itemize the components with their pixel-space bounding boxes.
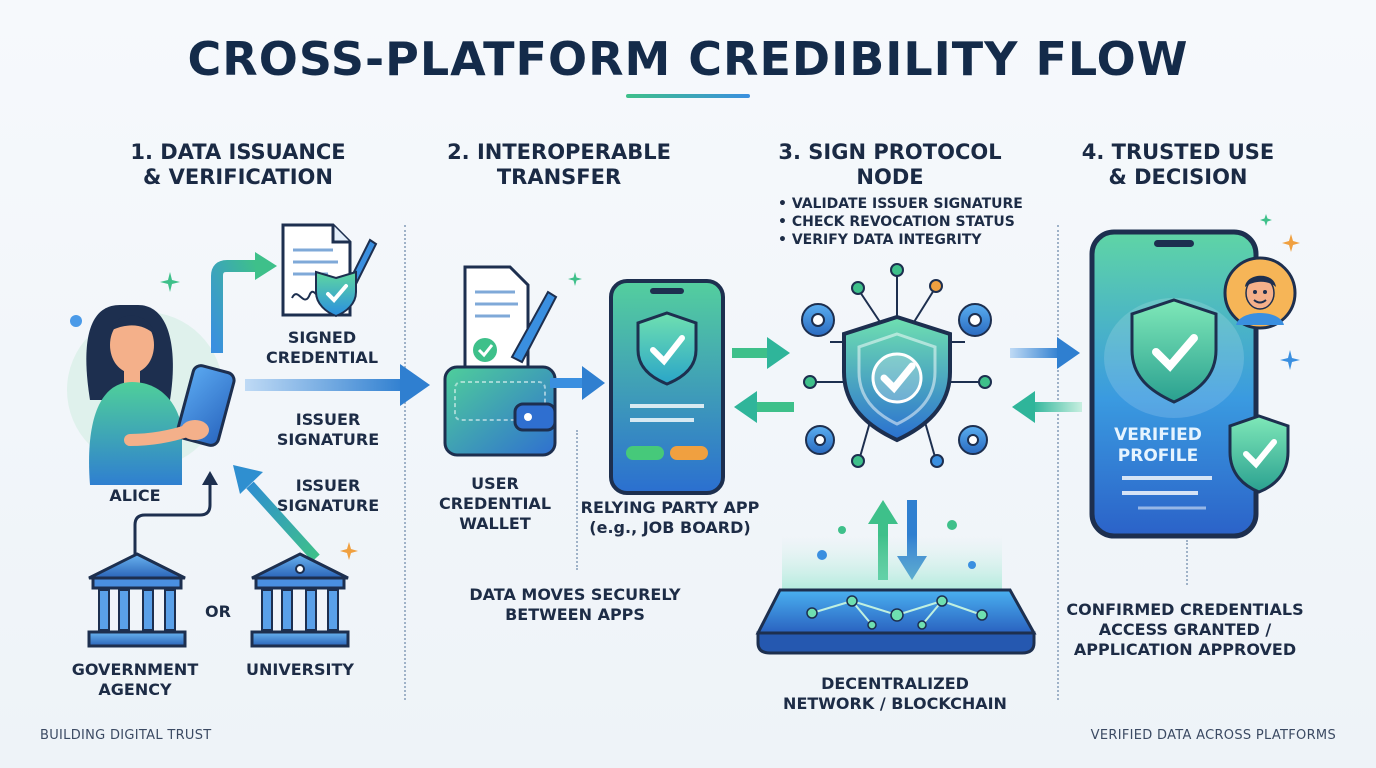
step-4-heading: 4. TRUSTED USE & DECISION (1028, 140, 1328, 190)
issuer-signature-a-line1: ISSUER (268, 410, 388, 430)
divider-3 (1057, 225, 1059, 700)
sparkle-icon (160, 272, 180, 292)
protocol-node-shield (790, 262, 1005, 472)
arrow-from-node (732, 390, 794, 424)
step-1-line2: & VERIFICATION (88, 165, 388, 190)
verified-line2: PROFILE (1098, 446, 1218, 467)
step-1-line1: 1. DATA ISSUANCE (88, 140, 388, 165)
protocol-checklist: • VALIDATE ISSUER SIGNATURE • CHECK REVO… (778, 195, 1023, 249)
relying-party-phone (608, 278, 726, 498)
university-label: UNIVERSITY (240, 660, 360, 680)
issuer-signature-a-line2: SIGNATURE (268, 430, 388, 450)
arrow-to-credential (205, 248, 285, 358)
relying-line1: RELYING PARTY APP (580, 498, 760, 518)
sparkle-icon (340, 542, 358, 560)
network-line1: DECENTRALIZED (770, 674, 1020, 694)
government-building-icon (85, 550, 189, 650)
credential-wallet-icon (440, 262, 570, 462)
check-item: • VERIFY DATA INTEGRITY (778, 231, 1023, 249)
arrow-to-wallet (245, 362, 435, 412)
page-title: CROSS-PLATFORM CREDIBILITY FLOW (0, 32, 1376, 86)
verified-line1: VERIFIED (1098, 425, 1218, 446)
signed-credential-icon (278, 220, 378, 325)
wallet-line3: WALLET (430, 514, 560, 534)
step-1-heading: 1. DATA ISSUANCE & VERIFICATION (88, 140, 388, 190)
government-line1: GOVERNMENT (60, 660, 210, 680)
arrow-from-profile (1010, 390, 1082, 424)
confirmed-line3: APPLICATION APPROVED (1060, 640, 1310, 660)
divider-1 (404, 225, 406, 700)
network-label: DECENTRALIZED NETWORK / BLOCKCHAIN (770, 674, 1020, 714)
divider-2 (576, 430, 578, 570)
check-item: • VALIDATE ISSUER SIGNATURE (778, 195, 1023, 213)
footer-right: VERIFIED DATA ACROSS PLATFORMS (1091, 728, 1336, 743)
blockchain-network-platform (752, 515, 1037, 655)
step-4-line1: 4. TRUSTED USE (1028, 140, 1328, 165)
sparkle-icon (1280, 350, 1300, 370)
step-3-line1: 3. SIGN PROTOCOL (740, 140, 1040, 165)
dot-icon (70, 315, 82, 327)
avatar (1222, 255, 1298, 331)
wallet-label: USER CREDENTIAL WALLET (430, 474, 560, 534)
arrow-gov-to-alice (130, 465, 225, 560)
arrow-to-profile (1010, 336, 1082, 370)
data-moves-label: DATA MOVES SECURELY BETWEEN APPS (450, 585, 700, 625)
or-label: OR (198, 602, 238, 622)
step-4-line2: & DECISION (1028, 165, 1328, 190)
arrow-to-relying-app (550, 364, 610, 404)
step-2-line1: 2. INTEROPERABLE (409, 140, 709, 165)
network-line2: NETWORK / BLOCKCHAIN (770, 694, 1020, 714)
sparkle-icon (1282, 234, 1300, 252)
step-2-line2: TRANSFER (409, 165, 709, 190)
title-underline (626, 94, 750, 98)
divider-4 (1186, 540, 1188, 585)
check-item: • CHECK REVOCATION STATUS (778, 213, 1023, 231)
relying-line2: (e.g., JOB BOARD) (580, 518, 760, 538)
step-3-heading: 3. SIGN PROTOCOL NODE (740, 140, 1040, 190)
wallet-line2: CREDENTIAL (430, 494, 560, 514)
relying-party-label: RELYING PARTY APP (e.g., JOB BOARD) (580, 498, 760, 538)
government-label: GOVERNMENT AGENCY (60, 660, 210, 700)
step-2-heading: 2. INTEROPERABLE TRANSFER (409, 140, 709, 190)
moves-line2: BETWEEN APPS (450, 605, 700, 625)
step-3-line2: NODE (740, 165, 1040, 190)
footer-left: BUILDING DIGITAL TRUST (40, 728, 212, 743)
arrow-to-node (732, 336, 794, 370)
confirmed-credentials-label: CONFIRMED CREDENTIALS ACCESS GRANTED / A… (1060, 600, 1310, 660)
sparkle-icon (568, 272, 582, 286)
sparkle-icon (1260, 214, 1272, 226)
confirmed-line2: ACCESS GRANTED / (1060, 620, 1310, 640)
verified-profile-text: VERIFIED PROFILE (1098, 425, 1218, 467)
verified-shield-icon (1224, 412, 1294, 496)
issuer-signature-label-a: ISSUER SIGNATURE (268, 410, 388, 450)
university-building-icon (248, 550, 352, 650)
moves-line1: DATA MOVES SECURELY (450, 585, 700, 605)
confirmed-line1: CONFIRMED CREDENTIALS (1060, 600, 1310, 620)
wallet-line1: USER (430, 474, 560, 494)
government-line2: AGENCY (60, 680, 210, 700)
